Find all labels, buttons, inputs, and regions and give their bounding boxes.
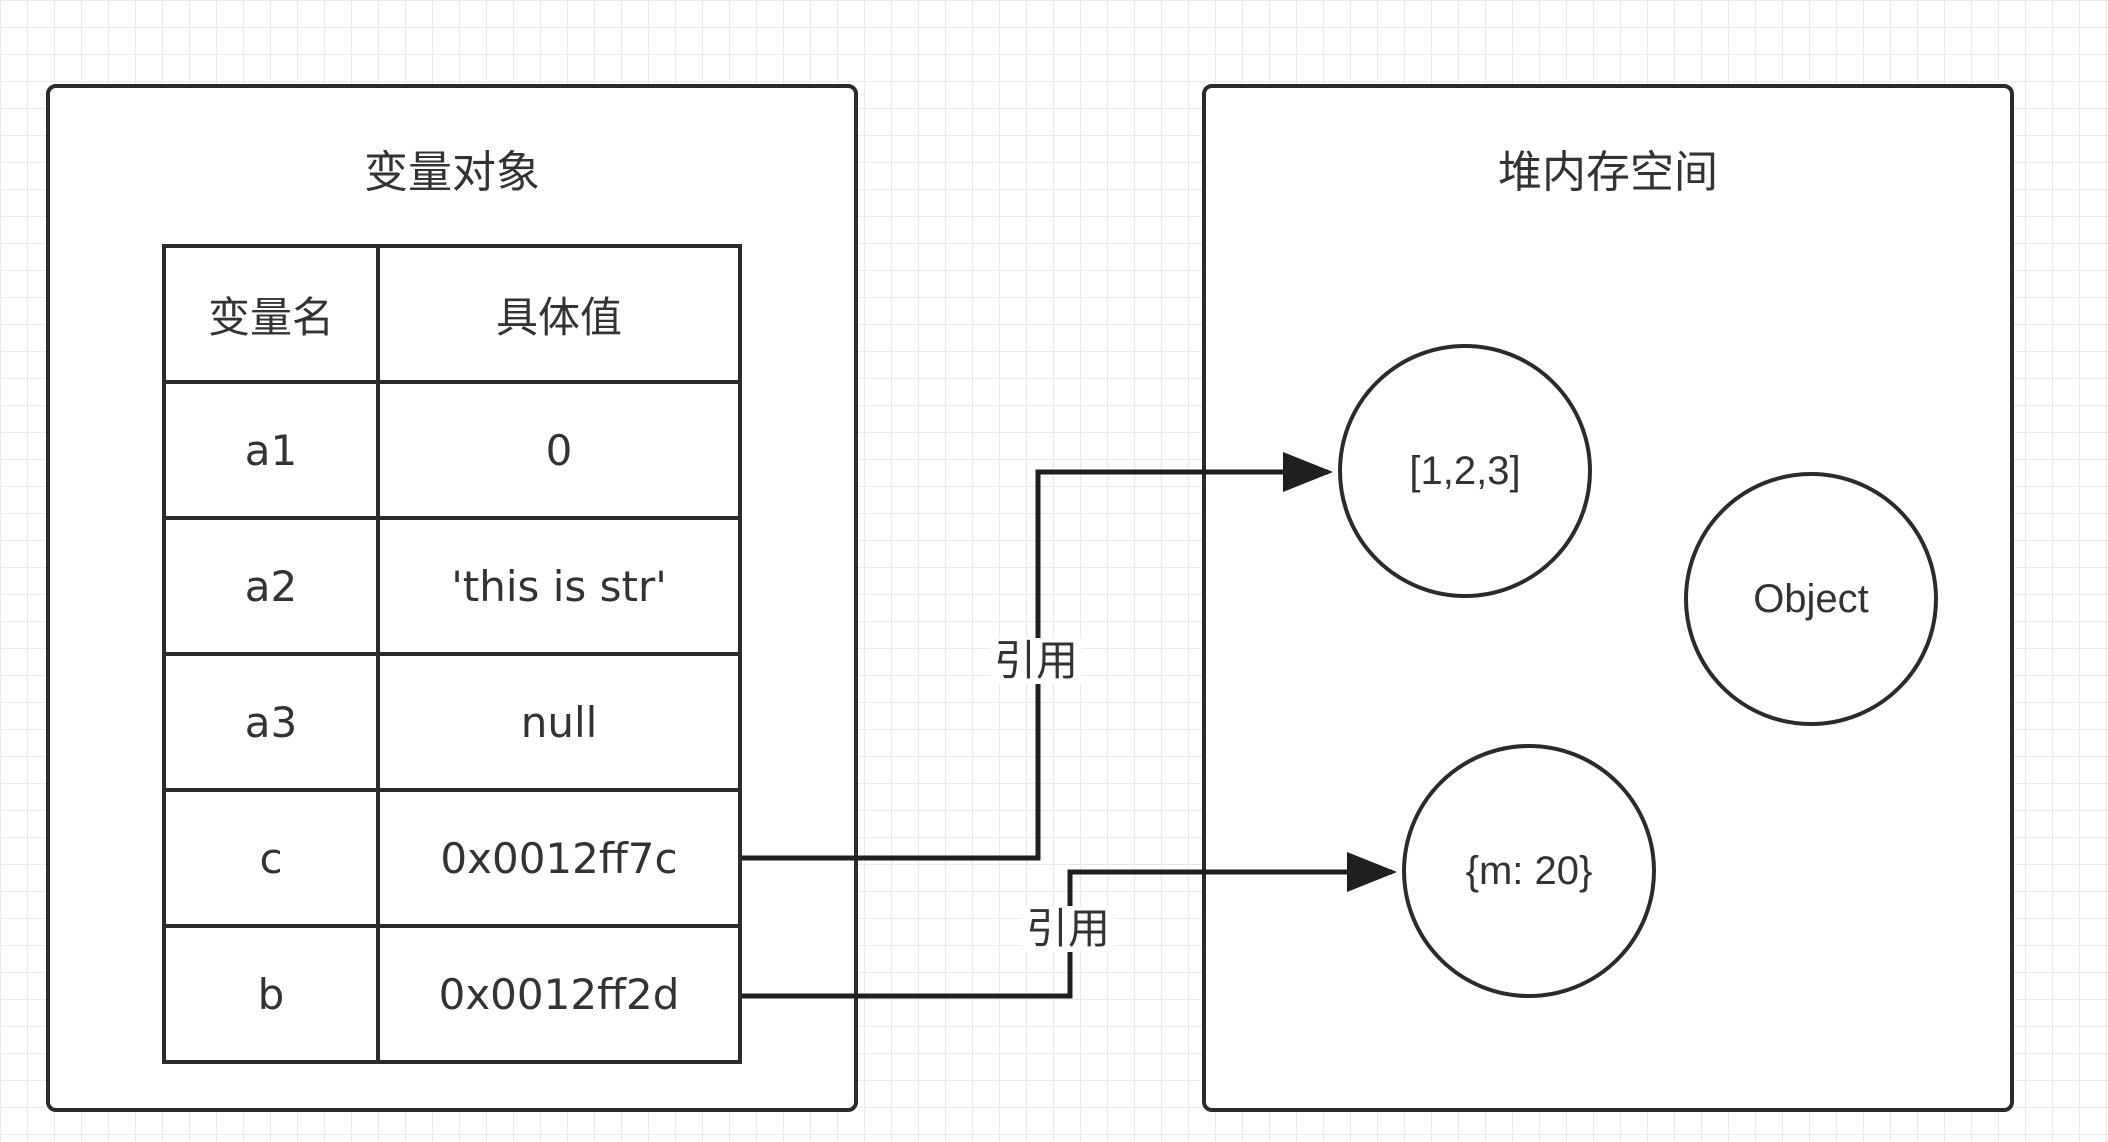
heap-node-object: Object: [1684, 472, 1938, 726]
table-header-row: 变量名 具体值: [162, 244, 742, 384]
table-row: a1 0: [162, 380, 742, 520]
row-name: b: [162, 924, 380, 1064]
table-row: a2 'this is str': [162, 516, 742, 656]
variable-table: 变量名 具体值 a1 0 a2 'this is str' a3 null c …: [162, 244, 742, 1064]
table-row: c 0x0012ff7c: [162, 788, 742, 928]
row-value: 0: [376, 380, 742, 520]
row-name: a2: [162, 516, 380, 656]
edge-label-b: 引用: [1022, 905, 1115, 953]
row-value: 0x0012ff7c: [376, 788, 742, 928]
header-variable-name: 变量名: [162, 244, 380, 384]
row-name: a3: [162, 652, 380, 792]
table-row: b 0x0012ff2d: [162, 924, 742, 1064]
row-name: a1: [162, 380, 380, 520]
row-name: c: [162, 788, 380, 928]
edge-label-c: 引用: [990, 637, 1083, 685]
heap-node-m20: {m: 20}: [1402, 744, 1656, 998]
heap-node-array: [1,2,3]: [1338, 344, 1592, 598]
table-row: a3 null: [162, 652, 742, 792]
row-value: null: [376, 652, 742, 792]
row-value: 'this is str': [376, 516, 742, 656]
row-value: 0x0012ff2d: [376, 924, 742, 1064]
header-value: 具体值: [376, 244, 742, 384]
variable-object-title: 变量对象: [364, 147, 540, 198]
heap-title: 堆内存空间: [1498, 147, 1718, 198]
